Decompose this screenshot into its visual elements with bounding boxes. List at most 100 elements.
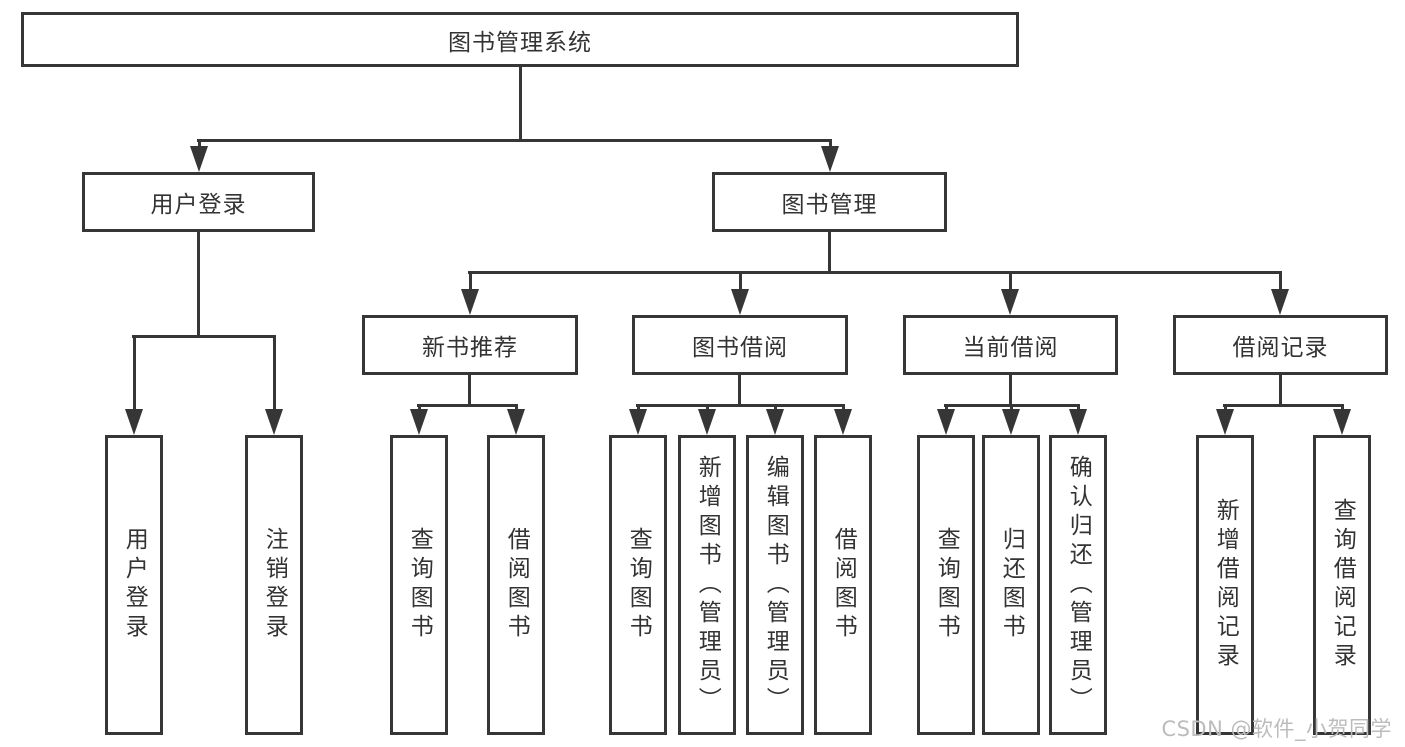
connector-arrow (461, 272, 479, 315)
arrow-down-icon (766, 409, 784, 435)
connector-line (636, 405, 640, 409)
connector-line (738, 272, 742, 289)
node-root: 图书管理系统 (21, 12, 1019, 67)
watermark: CSDN @软件_小贺同学 (1161, 717, 1392, 741)
connector-line (1009, 374, 1012, 407)
connector-arrow (410, 405, 428, 435)
connector-line (197, 231, 200, 338)
leaf-query-books-recommend: 查询图书 (390, 435, 448, 735)
arrow-down-icon (410, 409, 428, 435)
node-new-book-recommend-label: 新书推荐 (422, 335, 518, 361)
arrow-down-icon (190, 146, 208, 172)
arrow-down-icon (1271, 289, 1289, 315)
connector-line (417, 405, 421, 409)
leaf-logout-label: 注销登录 (261, 527, 288, 643)
arrow-down-icon (698, 409, 716, 435)
leaf-query-books-current: 查询图书 (917, 435, 975, 735)
leaf-query-books-borrow-label: 查询图书 (625, 527, 652, 643)
connector-line (705, 405, 709, 409)
node-user-login: 用户登录 (82, 172, 315, 232)
connector-arrow (265, 336, 283, 435)
node-book-management: 图书管理 (712, 172, 947, 232)
connector-line (417, 404, 518, 407)
leaf-confirm-return-admin-label: 确认归还（管理员） (1065, 454, 1092, 716)
node-user-login-label: 用户登录 (150, 192, 247, 218)
leaf-return-books: 归还图书 (982, 435, 1040, 735)
connector-line (944, 405, 948, 409)
leaf-edit-book-admin: 编辑图书（管理员） (746, 435, 804, 735)
connector-arrow (821, 139, 839, 172)
connector-arrow (766, 405, 784, 435)
connector-arrow (1333, 405, 1351, 435)
connector-line (519, 66, 522, 142)
connector-arrow (731, 272, 749, 315)
node-new-book-recommend: 新书推荐 (362, 315, 578, 375)
leaf-logout: 注销登录 (245, 435, 303, 735)
node-book-management-label: 图书管理 (781, 192, 878, 218)
connector-line (1009, 405, 1013, 409)
arrow-down-icon (629, 409, 647, 435)
connector-line (1340, 405, 1344, 409)
node-borrow-records: 借阅记录 (1173, 315, 1388, 375)
arrow-down-icon (1002, 409, 1020, 435)
connector-line (468, 374, 471, 407)
arrow-down-icon (125, 409, 143, 435)
node-book-borrow-label: 图书借阅 (692, 335, 788, 361)
arrow-down-icon (265, 409, 283, 435)
connector-line (1279, 374, 1282, 407)
node-borrow-records-label: 借阅记录 (1232, 335, 1329, 361)
connector-line (738, 374, 741, 407)
connector-line (828, 139, 832, 146)
leaf-return-books-label: 归还图书 (998, 527, 1025, 643)
leaf-borrow-books: 借阅图书 (814, 435, 872, 735)
connector-arrow (1002, 405, 1020, 435)
leaf-edit-book-admin-label: 编辑图书（管理员） (762, 454, 789, 716)
connector-line (828, 231, 831, 274)
leaf-user-login: 用户登录 (105, 435, 163, 735)
connector-line (272, 336, 276, 409)
arrow-down-icon (937, 409, 955, 435)
connector-line (1076, 405, 1080, 409)
connector-line (468, 271, 1282, 274)
connector-line (197, 139, 831, 142)
connector-arrow (190, 139, 208, 172)
node-current-borrow: 当前借阅 (903, 315, 1118, 375)
arrow-down-icon (1333, 409, 1351, 435)
leaf-borrow-books-recommend: 借阅图书 (487, 435, 545, 735)
arrow-down-icon (731, 289, 749, 315)
connector-arrow (698, 405, 716, 435)
leaf-query-books-current-label: 查询图书 (933, 527, 960, 643)
connector-arrow (1001, 272, 1019, 315)
leaf-query-borrow-record: 查询借阅记录 (1313, 435, 1371, 735)
connector-arrow (834, 405, 852, 435)
connector-line (841, 405, 845, 409)
connector-line (132, 335, 276, 338)
leaf-add-borrow-record: 新增借阅记录 (1196, 435, 1254, 735)
connector-line (132, 336, 136, 409)
connector-arrow (507, 405, 525, 435)
node-book-borrow: 图书借阅 (632, 315, 848, 375)
arrow-down-icon (461, 289, 479, 315)
arrow-down-icon (507, 409, 525, 435)
node-root-label: 图书管理系统 (448, 29, 592, 56)
arrow-down-icon (1001, 289, 1019, 315)
connector-line (197, 139, 201, 146)
connector-line (468, 272, 472, 289)
leaf-borrow-books-recommend-label: 借阅图书 (503, 527, 530, 643)
arrow-down-icon (834, 409, 852, 435)
connector-arrow (125, 336, 143, 435)
connector-line (1278, 272, 1282, 289)
arrow-down-icon (1216, 409, 1234, 435)
connector-line (1008, 272, 1012, 289)
connector-arrow (937, 405, 955, 435)
connector-arrow (1216, 405, 1234, 435)
leaf-borrow-books-label: 借阅图书 (830, 527, 857, 643)
connector-arrow (1271, 272, 1289, 315)
leaf-query-books-borrow: 查询图书 (609, 435, 667, 735)
connector-line (1223, 404, 1344, 407)
arrow-down-icon (1069, 409, 1087, 435)
arrow-down-icon (821, 146, 839, 172)
connector-arrow (629, 405, 647, 435)
connector-line (636, 404, 845, 407)
